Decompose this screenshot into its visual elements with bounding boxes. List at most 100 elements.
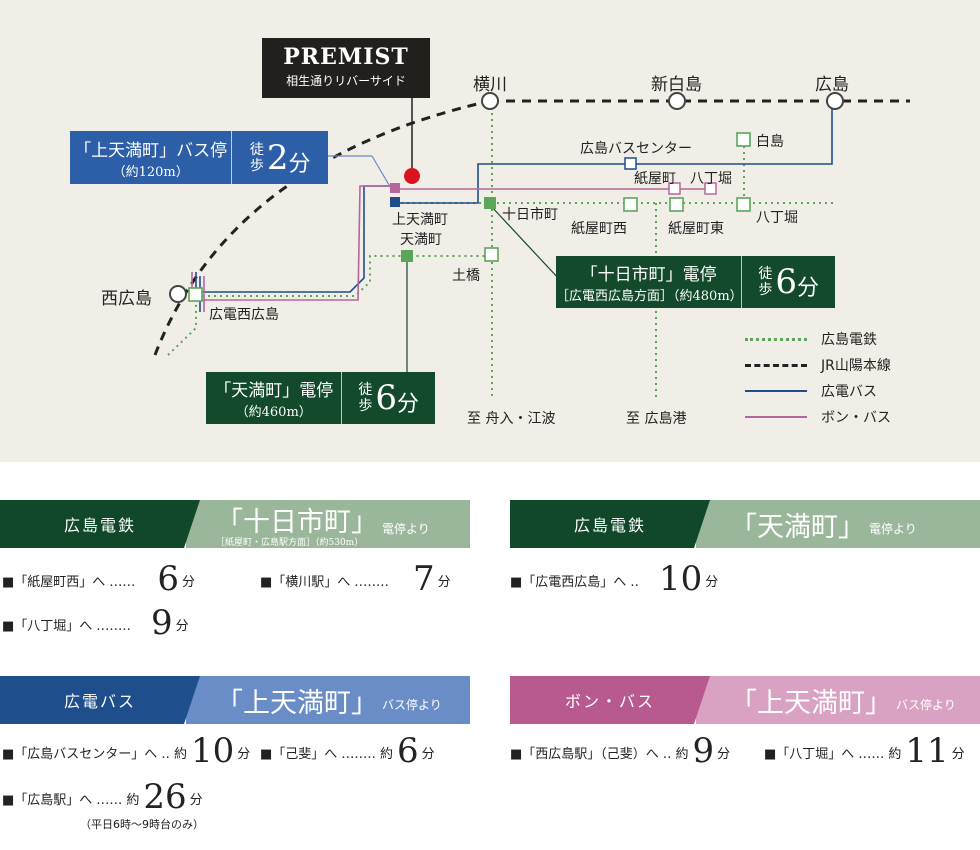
route-dots: ‥ <box>630 575 639 590</box>
route-dest: ■「八丁堀」へ <box>764 747 855 762</box>
callout-bus-stop: 「上天満町」バス停 （約120m） 徒 歩 2 分 <box>70 131 328 184</box>
route-unit: 分 <box>181 575 195 590</box>
legend-swatch <box>745 337 807 341</box>
panel-tenma-operator: 広島電鉄 <box>510 500 710 548</box>
stop-kamiyacho-nishi-marker <box>623 197 638 212</box>
route-minutes: 26 <box>143 777 187 817</box>
route-approx: 約 <box>675 747 689 762</box>
panel-bon-bus-operator: ボン・バス <box>510 676 710 724</box>
route-dots: ‥‥‥ <box>858 747 885 762</box>
route-dest: ■「紙屋町西」へ <box>2 575 106 590</box>
route-dest: ■「広島バスセンター」へ <box>2 747 158 762</box>
route-dest: ■「広電西広島」へ <box>510 575 627 590</box>
station-shinhakushima-marker <box>668 92 686 110</box>
direction-hiroshimako: 至 広島港 <box>626 411 687 427</box>
panel-hiroden-bus-suffix: バス停より <box>382 697 442 712</box>
route-dest: ■「横川駅」へ <box>260 575 351 590</box>
legend-item-tram: 広島電鉄 <box>745 326 891 352</box>
toka-callout-connector <box>489 204 561 281</box>
property-subtitle: 相生通りリバーサイド <box>286 74 406 88</box>
station-nishihiroshima-marker <box>169 285 187 303</box>
callout-bus-distance: （約120m） <box>112 164 189 180</box>
callout-bus-name: 「上天満町」バス停 <box>74 140 228 161</box>
route-lines <box>153 92 910 398</box>
route-item: ■「西広島駅」（己斐）へ ‥ 約 9 分 <box>510 734 730 768</box>
station-yokogawa-marker <box>481 92 499 110</box>
route-minutes: 9 <box>692 731 715 771</box>
route-minutes: 11 <box>905 731 949 771</box>
stop-kamiyacho: 紙屋町 <box>634 171 676 187</box>
legend-swatch <box>745 416 807 418</box>
route-dots: ‥‥‥‥ <box>96 619 131 634</box>
legend-label: JR山陽本線 <box>821 358 891 374</box>
callout-tenma-name: 「天満町」電停 <box>214 381 334 401</box>
route-minutes: 10 <box>658 559 703 599</box>
callout-tenma-unit: 分 <box>397 392 420 417</box>
legend-swatch <box>745 363 807 367</box>
legend-label: 広電バス <box>821 384 877 400</box>
route-minutes: 9 <box>150 603 173 643</box>
callout-toka-unit: 分 <box>796 276 819 301</box>
stop-bus-center: 広島バスセンター <box>580 141 692 157</box>
stop-kamiyacho-higashi: 紙屋町東 <box>668 221 724 237</box>
stop-hakushima: 白島 <box>756 134 784 150</box>
callout-toka-minutes: 6 <box>775 262 797 302</box>
panel-toka-stop: 「十日市町」 <box>216 507 378 538</box>
stop-tokaichimachi-marker <box>484 197 496 209</box>
panel-tenma-stop: 「天満町」 <box>730 511 865 543</box>
route-unit: 分 <box>951 747 965 762</box>
bus-callout-connector-2 <box>371 155 393 191</box>
route-approx: 約 <box>379 747 393 762</box>
station-nishihiroshima: 西広島 <box>101 289 152 309</box>
stop-tenmacho-marker <box>401 250 413 262</box>
panel-hiroden-bus-operator: 広電バス <box>0 676 200 724</box>
stop-hatchobori-marker <box>736 197 751 212</box>
route-approx: 約 <box>126 793 140 808</box>
route-item: ■「広電西広島」へ ‥ 10 分 <box>510 562 718 596</box>
route-unit: 分 <box>437 575 451 590</box>
route-item: ■「広島駅」へ ‥‥‥ 約 26 分 <box>2 780 203 814</box>
station-yokogawa: 横川 <box>473 75 507 95</box>
route-dots: ‥‥‥‥ <box>354 575 389 590</box>
stop-kamiyacho-higashi-marker <box>669 197 684 212</box>
stop-hiroden-nishihiroshima: 広電西広島 <box>209 307 279 323</box>
route-dots: ‥‥‥‥ <box>341 747 376 762</box>
tram-line-main <box>167 101 835 398</box>
callout-tenmacho: 「天満町」電停 （約460m） 徒 歩 6 分 <box>206 372 435 424</box>
legend-label: 広島電鉄 <box>821 332 877 348</box>
route-approx: 約 <box>173 747 187 762</box>
stop-kamitenmacho: 上天満町 <box>392 212 448 228</box>
property-label: PREMIST 相生通りリバーサイド <box>262 38 430 98</box>
route-approx: 約 <box>888 747 902 762</box>
stop-bus-center-marker <box>624 157 637 170</box>
route-item: ■「横川駅」へ ‥‥‥‥ 7 分 <box>260 562 451 596</box>
callout-toka-name: 「十日市町」電停 <box>580 265 717 285</box>
panel-tenma-header: 広島電鉄 「天満町」 電停より <box>510 500 980 548</box>
panel-toka-sub: ［紙屋町・広島駅方面］（約530m） <box>216 538 364 548</box>
panel-bon-bus-suffix: バス停より <box>896 697 956 712</box>
route-dest: ■「西広島駅」（己斐）へ <box>510 747 659 762</box>
panel-tenma-suffix: 電停より <box>869 521 917 536</box>
stop-kamiyacho-nishi: 紙屋町西 <box>571 221 627 237</box>
callout-bus-minutes: 2 <box>266 137 289 178</box>
walk-label-2: 歩 <box>758 282 773 298</box>
legend: 広島電鉄 JR山陽本線 広電バス ボン・バス <box>745 326 891 430</box>
route-note: （平日6時〜9時台のみ） <box>80 818 204 831</box>
walk-label-2: 歩 <box>249 157 264 174</box>
route-item: ■「八丁堀」へ ‥‥‥ 約 11 分 <box>764 734 965 768</box>
stop-kamitenmacho-bon-marker <box>390 183 400 193</box>
callout-tenma-minutes: 6 <box>375 378 398 418</box>
panel-hiroden-bus-stop: 「上天満町」 <box>216 687 378 719</box>
route-unit: 分 <box>717 747 731 762</box>
route-item: ■「広島バスセンター」へ ‥ 約 10 分 <box>2 734 250 768</box>
panel-bon-bus-stop: 「上天満町」 <box>730 687 892 719</box>
route-minutes: 6 <box>157 559 179 599</box>
route-dest: ■「八丁堀」へ <box>2 619 93 634</box>
stop-kamiyacho-bon-marker <box>668 182 681 195</box>
route-unit: 分 <box>705 575 719 590</box>
panel-hiroden-bus-header: 広電バス 「上天満町」 バス停より <box>0 676 470 724</box>
legend-item-hiroden-bus: 広電バス <box>745 378 891 404</box>
callout-bus-unit: 分 <box>288 151 311 177</box>
stop-dobashi-marker <box>484 247 499 262</box>
legend-item-jr: JR山陽本線 <box>745 352 891 378</box>
